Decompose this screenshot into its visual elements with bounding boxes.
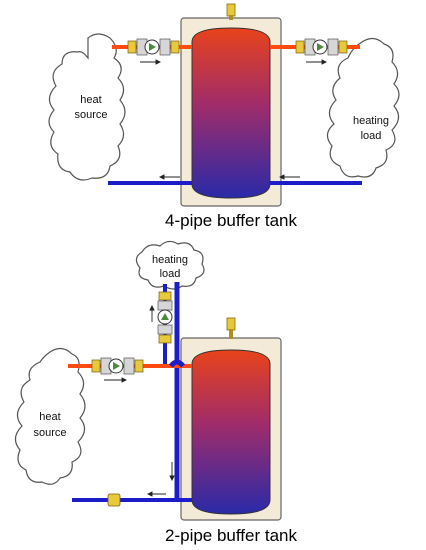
heating-load-cloud — [326, 37, 400, 178]
bottom-diagram: heating load heat source — [14, 240, 297, 545]
heating-load-label-2-line2: load — [160, 268, 181, 280]
load-pump-assembly-2 — [157, 291, 173, 344]
heat-source-label-2-line2: source — [33, 427, 66, 439]
top-diagram: heat source heating load — [48, 3, 400, 230]
pipe-crossover — [169, 359, 185, 368]
flow-arrow-icon — [104, 304, 175, 497]
heating-load-label-line2: load — [361, 130, 382, 142]
source-pump-assembly-2 — [91, 357, 144, 375]
bottom-caption: 2-pipe buffer tank — [165, 526, 297, 545]
ball-valve-icon — [107, 493, 121, 507]
heat-source-cloud — [48, 33, 126, 181]
buffer-tank-body — [191, 27, 271, 199]
heat-source-label-line1: heat — [80, 94, 101, 106]
flow-arrow-icon — [140, 59, 328, 180]
load-pump-assembly — [295, 38, 348, 56]
heating-load-label-line1: heating — [353, 115, 389, 127]
heat-source-cloud-2 — [14, 347, 86, 485]
air-vent-icon — [226, 317, 236, 339]
top-caption: 4-pipe buffer tank — [165, 211, 297, 230]
heating-load-label-2-line1: heating — [152, 254, 188, 266]
air-vent-icon — [226, 3, 236, 20]
source-pump-assembly — [127, 38, 180, 56]
heat-source-label-line2: source — [74, 109, 107, 121]
buffer-tank-body-2 — [191, 349, 271, 515]
heat-source-label-2-line1: heat — [39, 411, 60, 423]
heating-load-cloud-2 — [135, 240, 205, 290]
